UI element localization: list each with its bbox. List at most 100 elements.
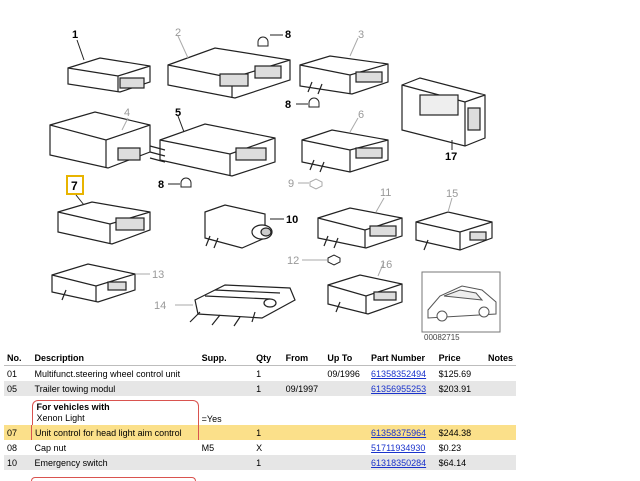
- part-11-module[interactable]: [317, 207, 403, 249]
- table-row-selected[interactable]: 07 Unit control for head light aim contr…: [4, 425, 516, 440]
- part-number-link[interactable]: 61356955253: [371, 383, 427, 394]
- part-12-nut[interactable]: [327, 254, 341, 266]
- part-6-module[interactable]: [301, 129, 389, 173]
- callout-8-top[interactable]: 8: [285, 29, 291, 41]
- table-row[interactable]: 01 Multifunct.steering wheel control uni…: [4, 366, 516, 382]
- callout-13[interactable]: 13: [152, 269, 164, 281]
- row-part-number: 61356955253: [368, 381, 436, 396]
- callout-11[interactable]: 11: [380, 187, 391, 199]
- row-description: Trailer towing modul: [31, 381, 199, 396]
- table-row[interactable]: 05 Trailer towing modul 1 09/1997 613569…: [4, 381, 516, 396]
- car-thumbnail[interactable]: [421, 271, 501, 333]
- row-upto: [324, 455, 369, 470]
- condition-note-box: For vehicles with Xenon Light: [31, 400, 199, 425]
- col-qty: Qty: [253, 351, 283, 366]
- callout-12[interactable]: 12: [287, 255, 299, 267]
- callout-2[interactable]: 2: [175, 27, 181, 39]
- table-row[interactable]: 08 Cap nut M5 X 51711934930 $0.23: [4, 440, 516, 455]
- col-upto: Up To: [324, 351, 369, 366]
- row-price: $0.23: [438, 442, 462, 453]
- callout-17[interactable]: 17: [445, 151, 457, 163]
- row-description: Unit control for head light aim control: [31, 425, 200, 440]
- row-notes: [484, 455, 516, 470]
- part-8-capnut-mid[interactable]: [308, 97, 320, 108]
- part-10-switch[interactable]: [204, 204, 273, 249]
- row-description: Emergency switch: [31, 455, 199, 470]
- callout-10[interactable]: 10: [286, 214, 298, 226]
- callout-8-mid[interactable]: 8: [285, 99, 291, 111]
- condition-note-title: For vehicles with: [36, 402, 110, 412]
- part-16-module[interactable]: [415, 211, 493, 251]
- parts-table: No. Description Supp. Qty From Up To Par…: [4, 351, 516, 470]
- row-from: [283, 440, 325, 455]
- part-15-module[interactable]: [327, 274, 403, 315]
- row-price: $64.14: [435, 455, 485, 470]
- row-no: 05: [4, 381, 32, 396]
- part-4-module[interactable]: [49, 111, 151, 169]
- part-2-module[interactable]: [167, 47, 291, 99]
- part-8-capnut-low[interactable]: [180, 177, 192, 188]
- callout-14[interactable]: 14: [154, 300, 166, 312]
- col-part-number: Part Number: [368, 351, 436, 366]
- row-price: $125.69: [438, 368, 472, 379]
- table-header-row: No. Description Supp. Qty From Up To Par…: [4, 351, 516, 366]
- row-description: Cap nut: [34, 442, 67, 453]
- row-no: 01: [7, 368, 18, 379]
- col-no: No.: [4, 351, 32, 366]
- part-7-module[interactable]: [57, 201, 151, 245]
- part-1-module[interactable]: [67, 57, 151, 93]
- row-supp: [198, 455, 254, 470]
- row-supp: [198, 381, 254, 396]
- callout-5[interactable]: 5: [175, 107, 181, 119]
- row-qty: X: [256, 442, 263, 453]
- parts-diagram: 1 2 8 3 8 17 4: [49, 27, 501, 342]
- row-no: 10: [4, 455, 32, 470]
- callout-1[interactable]: 1: [72, 29, 78, 41]
- callout-9[interactable]: 9: [288, 178, 294, 190]
- row-part-number: 61358352494: [368, 366, 436, 382]
- part-3-module[interactable]: [299, 55, 389, 95]
- col-price: Price: [435, 351, 485, 366]
- part-9-nut[interactable]: [309, 178, 323, 190]
- part-17-module[interactable]: [401, 77, 486, 147]
- row-qty: 1: [253, 381, 283, 396]
- callout-16[interactable]: 15: [446, 188, 458, 200]
- row-no: 07: [4, 425, 32, 440]
- part-13-module[interactable]: [51, 263, 136, 303]
- table-row[interactable]: 10 Emergency switch 1 61318350284 $64.14: [4, 455, 516, 470]
- row-supp: M5: [201, 442, 215, 453]
- callout-15[interactable]: 16: [380, 259, 392, 271]
- col-from: From: [282, 351, 325, 366]
- part-14-connector[interactable]: [189, 284, 296, 327]
- row-from: [282, 425, 325, 440]
- condition-note-value: =Yes: [201, 414, 222, 424]
- callout-3[interactable]: 3: [358, 29, 364, 41]
- row-qty: 1: [253, 455, 283, 470]
- part-5-module[interactable]: [149, 123, 276, 177]
- row-from: 09/1997: [282, 381, 325, 396]
- row-qty: 1: [253, 425, 283, 440]
- row-upto: [324, 381, 369, 396]
- callout-7-highlight: [66, 175, 84, 195]
- col-description: Description: [31, 351, 199, 366]
- part-number-link[interactable]: 61318350284: [371, 457, 427, 468]
- row-upto: [324, 425, 369, 440]
- next-note-box-edge: [31, 477, 196, 481]
- callout-4[interactable]: 4: [124, 107, 130, 119]
- callout-7[interactable]: 7: [71, 179, 78, 193]
- row-notes: [485, 440, 516, 455]
- row-part-number: 61318350284: [368, 455, 436, 470]
- part-number-link[interactable]: 61358352494: [371, 368, 427, 379]
- part-8-capnut-top[interactable]: [257, 36, 269, 47]
- callout-6[interactable]: 6: [358, 109, 364, 121]
- row-supp: [199, 366, 253, 382]
- row-notes: [485, 366, 516, 382]
- row-description: Multifunct.steering wheel control unit: [34, 368, 181, 379]
- callout-8-low[interactable]: 8: [158, 179, 164, 191]
- row-part-number: 61358375964: [368, 425, 436, 440]
- condition-note: For vehicles with Xenon Light: [31, 396, 199, 425]
- part-number-link[interactable]: 51711934930: [371, 442, 426, 453]
- row-no: 08: [7, 442, 18, 453]
- part-number-link[interactable]: 61358375964: [371, 427, 427, 438]
- row-upto: [324, 440, 368, 455]
